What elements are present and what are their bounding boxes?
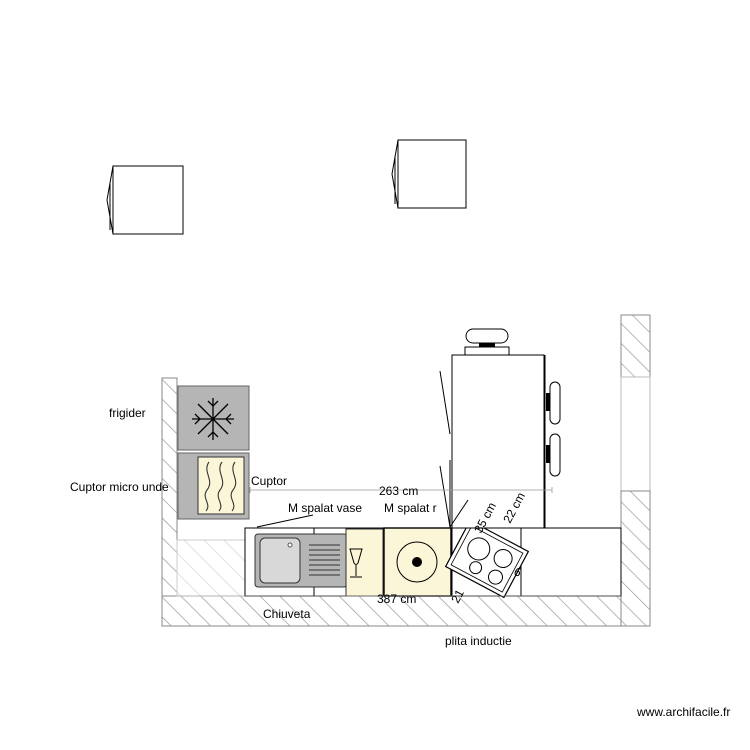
- chair-top: [464, 328, 510, 356]
- tall-cabinet: [451, 354, 546, 529]
- snowflake-icon: [192, 398, 234, 440]
- label-oven: Cuptor: [251, 474, 287, 488]
- dim-hob-c: 21: [448, 587, 467, 606]
- door-symbol-left: [106, 165, 184, 235]
- wine-glass-icon: [349, 548, 363, 578]
- heat-waves-icon: [204, 461, 237, 512]
- washing-machine: [383, 527, 452, 597]
- dimension-width-top: [249, 487, 553, 493]
- walls: [161, 314, 651, 627]
- chair-right-2: [546, 433, 561, 477]
- fridge: [177, 385, 250, 451]
- dishwasher: [345, 528, 384, 597]
- dim-width-bottom: 387 cm: [377, 592, 416, 606]
- watermark: www.archifacile.fr: [636, 705, 730, 719]
- induction-hob: [444, 519, 530, 599]
- sink: [254, 533, 348, 588]
- label-washer: M spalat r: [384, 501, 437, 515]
- label-sink: Chiuveta: [263, 607, 311, 621]
- door-symbol-right: [391, 139, 467, 209]
- label-fridge: frigider: [109, 406, 146, 420]
- label-microwave: Cuptor micro unde: [70, 480, 169, 494]
- dim-width-top: 263 cm: [379, 484, 418, 498]
- label-dishwasher: M spalat vase: [288, 501, 362, 515]
- label-hob: plita inductie: [445, 634, 512, 648]
- microwave-oven: [177, 452, 250, 520]
- chair-right-1: [546, 381, 561, 425]
